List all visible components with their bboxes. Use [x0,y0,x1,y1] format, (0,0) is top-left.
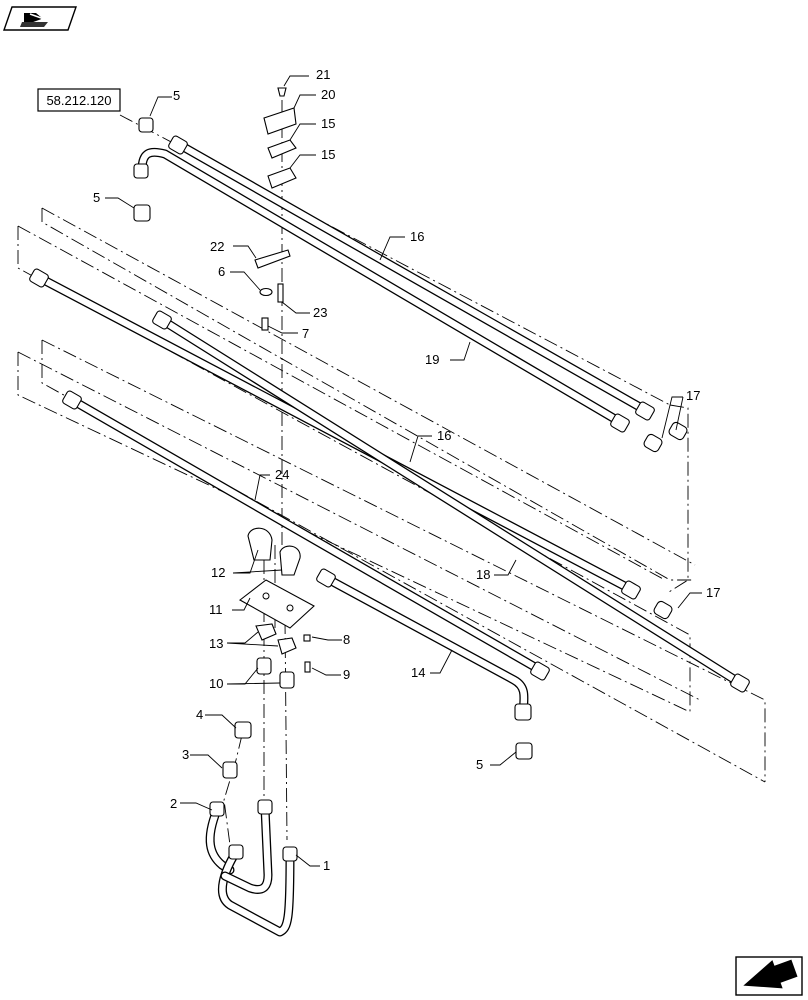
callout-7: 7 [302,326,309,341]
leader-lines [105,75,702,867]
callout-23: 23 [313,305,327,320]
dash-lines [17,100,766,846]
callout-17-top: 17 [686,388,700,403]
callout-18: 18 [476,567,490,582]
callout-2: 2 [170,796,177,811]
callout-12: 12 [211,565,225,580]
callout-9: 9 [343,667,350,682]
callout-20: 20 [321,87,335,102]
callout-16-mid: 16 [437,428,451,443]
next-page-arrow-icon[interactable] [735,954,803,1000]
callout-14: 14 [411,665,425,680]
callout-16-top: 16 [410,229,424,244]
callout-5-left: 5 [93,190,100,205]
callout-8: 8 [343,632,350,647]
callout-22: 22 [210,239,224,254]
callout-21: 21 [316,67,330,82]
callout-labels: 21 20 15 15 5 5 22 6 23 7 16 19 17 16 24… [93,67,720,873]
callout-6: 6 [218,264,225,279]
reference-box-label: 58.212.120 [46,93,111,108]
reference-box[interactable]: 58.212.120 [37,88,121,112]
callout-5-bottom: 5 [476,757,483,772]
book-arrow-icon[interactable] [3,6,77,31]
callout-19: 19 [425,352,439,367]
callout-15: 15 [321,116,335,131]
callout-13: 13 [209,636,223,651]
tubes [35,140,745,937]
callout-1: 1 [323,858,330,873]
callout-3: 3 [182,747,189,762]
callout-15-lower: 15 [321,147,335,162]
callout-10: 10 [209,676,223,691]
callout-24: 24 [275,467,289,482]
callout-17-lower: 17 [706,585,720,600]
callout-11: 11 [209,602,223,617]
small-parts [133,87,688,779]
callout-4: 4 [196,707,203,722]
tube-nuts [29,135,750,862]
callout-5-top: 5 [173,88,180,103]
